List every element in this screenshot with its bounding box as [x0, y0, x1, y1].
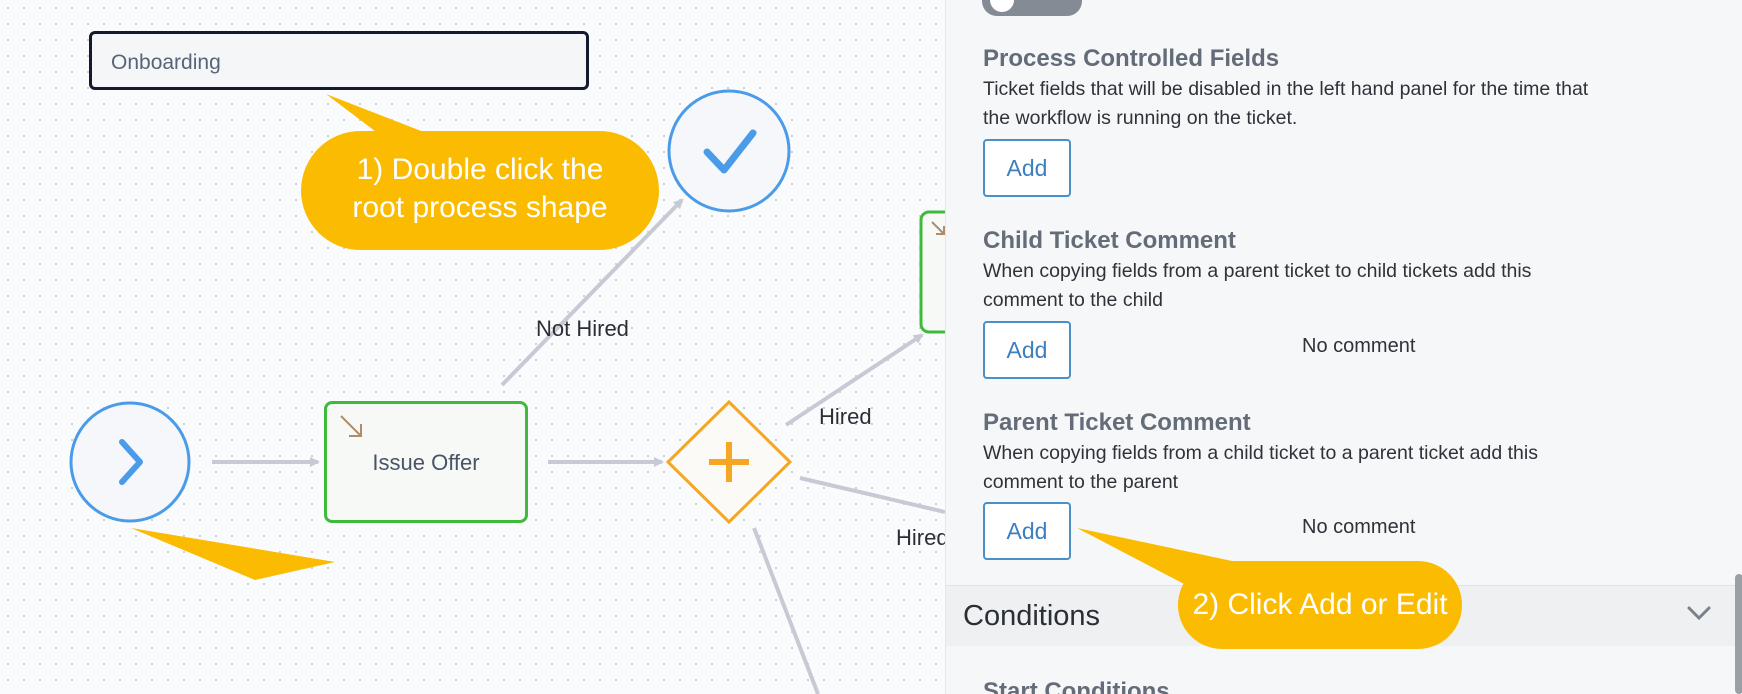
callout-2-pointer: [131, 528, 335, 580]
task-type-icon: [340, 415, 362, 437]
toggle-switch[interactable]: [982, 0, 1082, 16]
connector-down: [752, 527, 820, 694]
desc-line: comment to the child: [983, 289, 1163, 311]
root-process-label: Onboarding: [111, 51, 221, 74]
root-process-shape[interactable]: Onboarding: [89, 31, 589, 90]
chevron-right-icon: [119, 439, 143, 485]
checkmark-icon: [703, 129, 757, 174]
conditions-title: Conditions: [963, 600, 1101, 632]
section-title-child-ticket-comment: Child Ticket Comment: [983, 227, 1236, 254]
add-child-ticket-comment-button[interactable]: Add: [983, 321, 1071, 379]
desc-line: When copying fields from a parent ticket…: [983, 260, 1532, 282]
task-label: Issue Offer: [372, 450, 480, 475]
plus-icon: [709, 442, 749, 482]
connector-hired-1: [784, 333, 924, 427]
edge-label-not-hired: Not Hired: [536, 316, 629, 341]
child-ticket-comment-value: No comment: [1302, 335, 1416, 357]
panel-scrollbar[interactable]: [1735, 574, 1742, 694]
callout-2-pointer: [1077, 528, 1246, 585]
callout-2-pointer-layer: [1077, 528, 1246, 585]
task-issue-offer[interactable]: Issue Offer: [324, 401, 528, 523]
properties-panel: Process Controlled Fields Ticket fields …: [945, 0, 1742, 694]
connector-not-hired: [500, 198, 684, 387]
task-type-icon: [931, 221, 945, 235]
section-desc-parent-ticket-comment: When copying fields from a child ticket …: [983, 439, 1683, 497]
start-conditions-title: Start Conditions: [983, 678, 1170, 694]
section-title-process-controlled-fields: Process Controlled Fields: [983, 45, 1280, 72]
desc-line: When copying fields from a child ticket …: [983, 442, 1538, 464]
chevron-down-icon[interactable]: [1686, 604, 1712, 622]
section-title-parent-ticket-comment: Parent Ticket Comment: [983, 409, 1251, 436]
parallel-gateway[interactable]: [665, 399, 793, 525]
edge-label-hired-1: Hired: [819, 404, 872, 429]
callout-1-line1: 1) Double click the: [356, 153, 604, 186]
callout-2: 2) Click Add or Edit: [1178, 561, 1462, 649]
callout-1-line2: root process shape: [352, 191, 608, 224]
section-desc-child-ticket-comment: When copying fields from a parent ticket…: [983, 257, 1683, 315]
desc-line: Ticket fields that will be disabled in t…: [983, 78, 1589, 100]
add-parent-ticket-comment-button[interactable]: Add: [983, 502, 1071, 560]
start-event[interactable]: [69, 401, 191, 523]
workflow-canvas[interactable]: Onboarding Issue Offer Not Hired Hired H…: [0, 0, 945, 694]
desc-line: comment to the parent: [983, 471, 1179, 493]
connectors-layer: [69, 89, 945, 694]
desc-line: the workflow is running on the ticket.: [983, 107, 1298, 129]
section-desc-process-controlled-fields: Ticket fields that will be disabled in t…: [983, 75, 1683, 133]
add-process-controlled-fields-button[interactable]: Add: [983, 139, 1071, 197]
edge-label-hired-2: Hired: [896, 525, 945, 550]
parent-ticket-comment-value: No comment: [1302, 516, 1416, 538]
callout-1: 1) Double click the root process shape: [301, 131, 659, 250]
connector-hired-2: [799, 476, 945, 514]
end-event[interactable]: [667, 89, 791, 213]
next-task-partial[interactable]: [919, 210, 945, 334]
